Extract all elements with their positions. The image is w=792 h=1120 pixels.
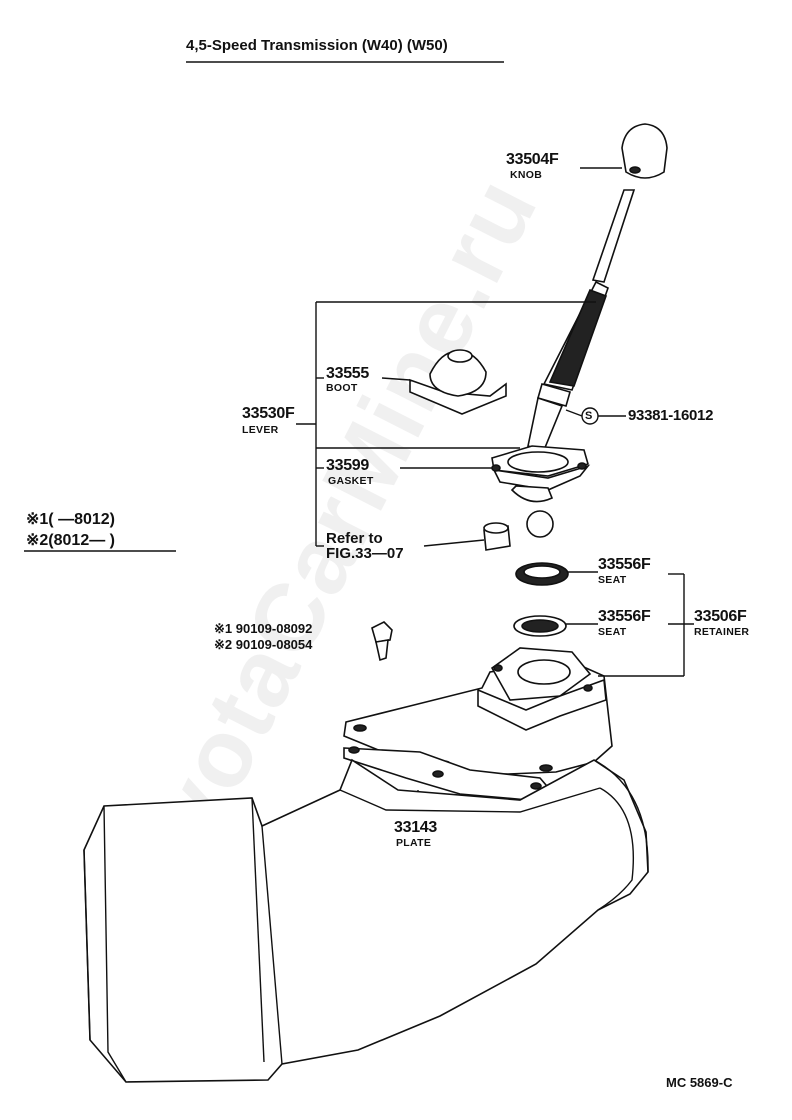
lever-bracket-lines xyxy=(296,301,596,547)
retainer-illustration xyxy=(343,647,613,777)
lever-part-name: LEVER xyxy=(242,424,279,436)
screw-part-number: 93381-16012 xyxy=(628,407,714,424)
gasket-part-name: GASKET xyxy=(328,475,374,487)
boot-illustration xyxy=(381,349,507,415)
bolt-part-row-1: ※1 90109-08092 xyxy=(214,621,313,636)
knob-part-name: KNOB xyxy=(510,169,543,181)
knob-part-number: 33504F xyxy=(506,151,559,168)
seat-lower-part-name: SEAT xyxy=(598,626,627,638)
plate-part-name: PLATE xyxy=(396,837,432,849)
transmission-case-illustration xyxy=(83,758,649,1083)
lever-illustration xyxy=(527,189,636,451)
legend-row-2: ※2(8012— ) xyxy=(26,532,115,549)
plate-part-number: 33143 xyxy=(394,819,437,836)
retainer-bracket-lines xyxy=(598,573,694,677)
gasket-illustration xyxy=(400,445,591,538)
gasket-part-number: 33599 xyxy=(326,457,369,474)
seat-upper-part-number: 33556F xyxy=(598,556,651,573)
legend-row-1: ※1( —8012) xyxy=(26,511,115,528)
screw-symbol-icon xyxy=(565,407,626,425)
lever-part-number: 33530F xyxy=(242,405,295,422)
seat-upper-illustration xyxy=(515,562,598,586)
bolt-part-row-2: ※2 90109-08054 xyxy=(214,637,313,652)
seat-lower-illustration xyxy=(513,615,598,637)
bushing-illustration xyxy=(423,522,511,551)
figure-code: MC 5869-C xyxy=(666,1075,733,1090)
boot-part-number: 33555 xyxy=(326,365,369,382)
diagram-title: 4,5-Speed Transmission (W40) (W50) xyxy=(186,37,448,54)
seat-upper-part-name: SEAT xyxy=(598,574,627,586)
bolt-illustration xyxy=(371,621,393,662)
refer-text-line2: FIG.33—07 xyxy=(326,545,404,562)
refer-text-line1: Refer to xyxy=(326,530,383,547)
retainer-part-number: 33506F xyxy=(694,608,747,625)
screw-symbol-letter: S xyxy=(585,410,593,422)
boot-part-name: BOOT xyxy=(326,382,358,394)
knob-illustration xyxy=(580,123,668,179)
retainer-part-name: RETAINER xyxy=(694,626,750,638)
seat-lower-part-number: 33556F xyxy=(598,608,651,625)
